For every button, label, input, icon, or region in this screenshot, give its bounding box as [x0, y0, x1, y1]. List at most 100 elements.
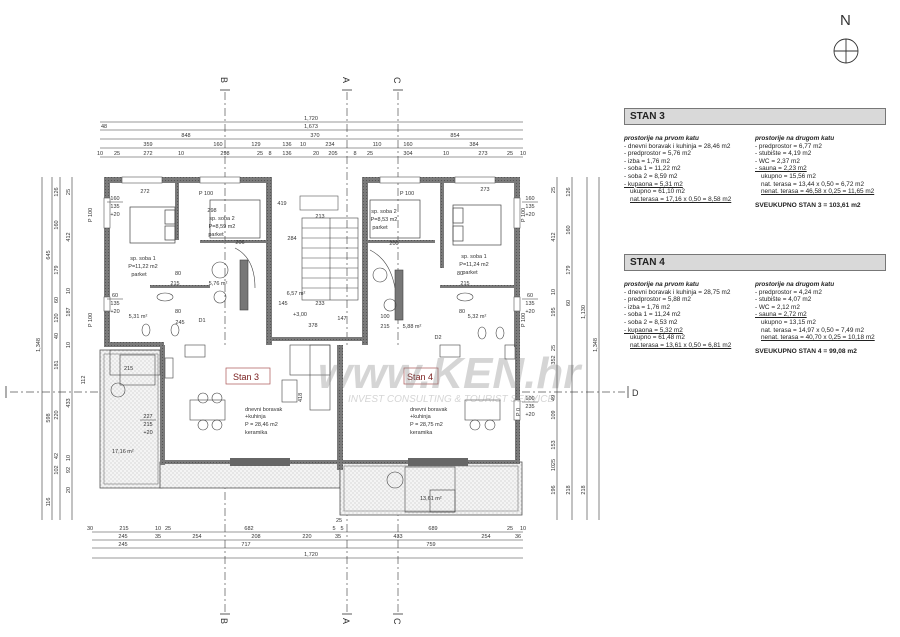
area-terrace: nat. terasa = 13,44 x 0,50 = 6,72 m2	[761, 180, 865, 188]
living-room-stan3	[162, 347, 340, 462]
stan3-second-heading: prostorije na drugom katu	[755, 135, 835, 142]
stan4-first-heading: prostorije na prvom katu	[624, 281, 699, 288]
opening-label: 60	[112, 293, 118, 299]
room-label: P=8,53 m2	[371, 217, 398, 223]
area-line: - izba = 1,76 m2	[624, 157, 671, 165]
dimension-label: 129	[251, 142, 260, 148]
dimension-label: 10	[66, 342, 72, 348]
room-label: 272	[140, 189, 149, 195]
dimension-label: 60	[54, 297, 60, 303]
stan3-living-sub: +kuhinja	[245, 414, 267, 420]
axis-a-bottom: A	[341, 618, 351, 624]
stan4-first-floor: prostorije na prvom katu - dnevni borava…	[624, 281, 755, 355]
stan3-terrace-area: 17,16 m²	[112, 449, 134, 455]
room-label: sp. soba 2	[371, 209, 396, 215]
dimension-label: 25	[336, 518, 342, 524]
opening-label: 135	[525, 204, 534, 210]
room-label: 80	[175, 271, 181, 277]
stan3-living-area: P = 28,46 m2	[245, 422, 278, 428]
area-terrace: nenat. terasa = 46,58 x 0,25 = 11,65 m2	[761, 188, 875, 196]
area-line: - soba 1 = 11,22 m2	[624, 165, 681, 173]
dimension-label: 10	[300, 142, 306, 148]
stan4-second-heading: prostorije na drugom katu	[755, 281, 835, 288]
dimension-label: 30	[87, 526, 93, 532]
dimension-label: 20	[66, 487, 72, 493]
opening-label: +20	[110, 309, 119, 315]
dimension-label: 25	[551, 187, 557, 193]
opening-label: 160	[525, 196, 534, 202]
dimension-label: 598	[46, 413, 52, 422]
stan4-living-sub: +kuhinja	[410, 414, 432, 420]
dimension-label: 359	[143, 142, 152, 148]
room-label: 215	[380, 324, 389, 330]
area-line: - predprostor = 6,77 m2	[755, 142, 822, 150]
dimension-label: 848	[181, 133, 190, 139]
dimension-label: 196	[551, 485, 557, 494]
dimension-label: 10	[97, 151, 103, 157]
opening-label: P 100	[88, 313, 94, 327]
living-room-stan4	[342, 347, 518, 462]
area-terrace: nenat. terasa = 40,70 x 0,25 = 10,18 m2	[761, 334, 875, 342]
dimension-label: 412	[66, 232, 72, 241]
stan4-living-floor: keramika	[410, 430, 433, 436]
opening-label: +20	[525, 212, 534, 218]
dimension-label: 205	[328, 151, 337, 157]
dimension-label: 433	[393, 534, 402, 540]
area-line: - dnevni boravak i kuhinja = 28,75 m2	[624, 288, 731, 296]
dimension-label: 136	[282, 142, 291, 148]
stan3-tag: Stan 3	[233, 372, 259, 382]
terrace-stan4	[339, 461, 523, 516]
area-line: - soba 1 = 11,24 m2	[624, 311, 681, 319]
room-label: 147	[337, 316, 346, 322]
room-label: sp. soba 2	[209, 216, 234, 222]
dimension-label: 854	[450, 133, 459, 139]
opening-label: P 100	[88, 208, 94, 222]
room-label: 5,88 m²	[403, 324, 422, 330]
area-line: - sauna = 2,72 m2	[755, 311, 807, 319]
stan3-tag-box	[225, 367, 271, 385]
dimension-label: 195	[551, 307, 557, 316]
north-arrow-icon	[833, 38, 859, 64]
area-line: - stubište = 4,19 m2	[755, 150, 812, 158]
room-label: 5,32 m²	[468, 314, 487, 320]
dimension-label: 1,348	[36, 338, 42, 352]
opening-label: 60	[527, 293, 533, 299]
room-label: 80	[175, 309, 181, 315]
area-table-stan3: STAN 3 prostorije na prvom katu - dnevni…	[624, 108, 886, 209]
stan4-grand-total: SVEUKUPNO STAN 4 = 99,08 m2	[755, 347, 857, 355]
room-label: 100	[380, 314, 389, 320]
dimension-label: 92	[66, 467, 72, 473]
dimension-label: 433	[66, 398, 72, 407]
room-label: 80	[457, 271, 463, 277]
dimension-label: 10	[178, 151, 184, 157]
room-label: P 100	[400, 191, 414, 197]
dimension-label: 35	[155, 534, 161, 540]
axis-b-top: B	[219, 77, 229, 83]
dimension-label: 60	[566, 300, 572, 306]
room-label: 6,57 m²	[287, 291, 306, 297]
room-label: 298	[207, 208, 216, 214]
area-line: - sauna = 2,23 m2	[755, 165, 807, 173]
axis-labels: B A C B A C D	[219, 77, 639, 625]
dimension-label: 48	[101, 124, 107, 130]
dimension-label: 10	[520, 526, 526, 532]
dimension-label: 25	[165, 526, 171, 532]
dimension-label: 245	[118, 534, 127, 540]
opening-label: 135	[110, 204, 119, 210]
dimension-label: 110	[373, 142, 382, 148]
dimension-label: 234	[325, 142, 334, 148]
room-label: 215	[170, 281, 179, 287]
area-total: ukupno = 15,56 m2	[761, 172, 816, 180]
dimension-label: 126	[54, 187, 60, 196]
area-line: - predprostor = 5,76 m2	[624, 150, 691, 158]
opening-label: +20	[525, 412, 534, 418]
dimension-label: 42	[54, 453, 60, 459]
room-label: parket	[372, 225, 388, 231]
area-line: - predprostor = 5,88 m2	[624, 296, 691, 304]
area-line: - kupaona = 5,32 m2	[624, 326, 683, 334]
dimension-label: 160	[213, 142, 222, 148]
dimension-label: 25	[367, 151, 373, 157]
dimension-label: 254	[481, 534, 490, 540]
stan3-first-floor: prostorije na prvom katu - dnevni borava…	[624, 135, 755, 209]
north-label: N	[840, 12, 851, 29]
